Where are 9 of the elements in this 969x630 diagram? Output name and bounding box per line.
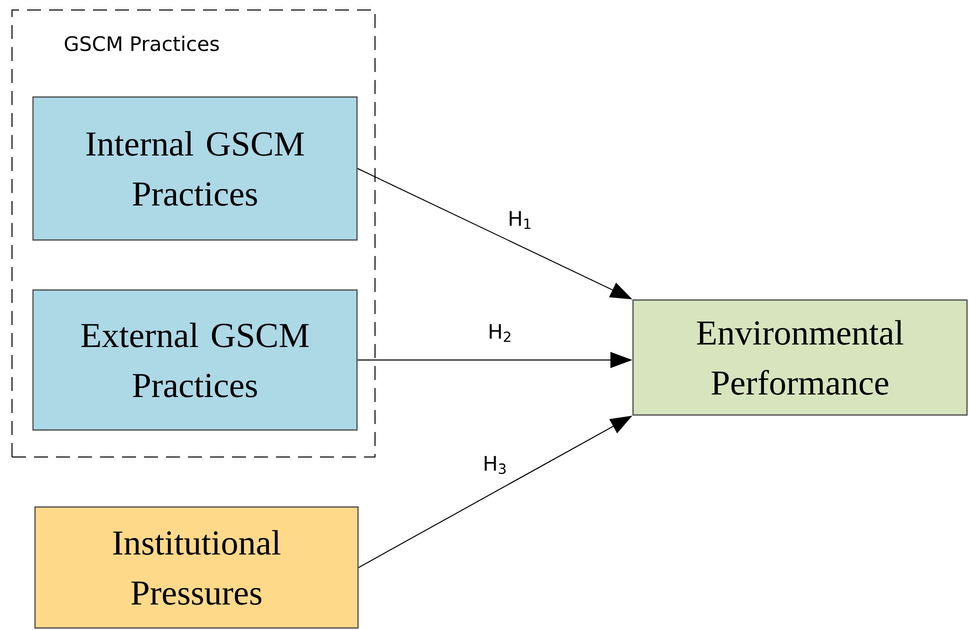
edge-label: H$_{1}$ (510, 211, 530, 229)
process-box: Institutional Pressures (34, 506, 359, 629)
process-box: External GSCM Practices (32, 289, 358, 431)
edge-label: H$_{3}$ (484, 456, 506, 474)
process-box: Internal GSCM Practices (32, 96, 358, 241)
process-box: Environmental Performance (632, 299, 968, 416)
group-heading: GSCM Practices (64, 36, 219, 52)
group-box (12, 10, 376, 458)
edge-label: H$_{2}$ (490, 324, 510, 342)
